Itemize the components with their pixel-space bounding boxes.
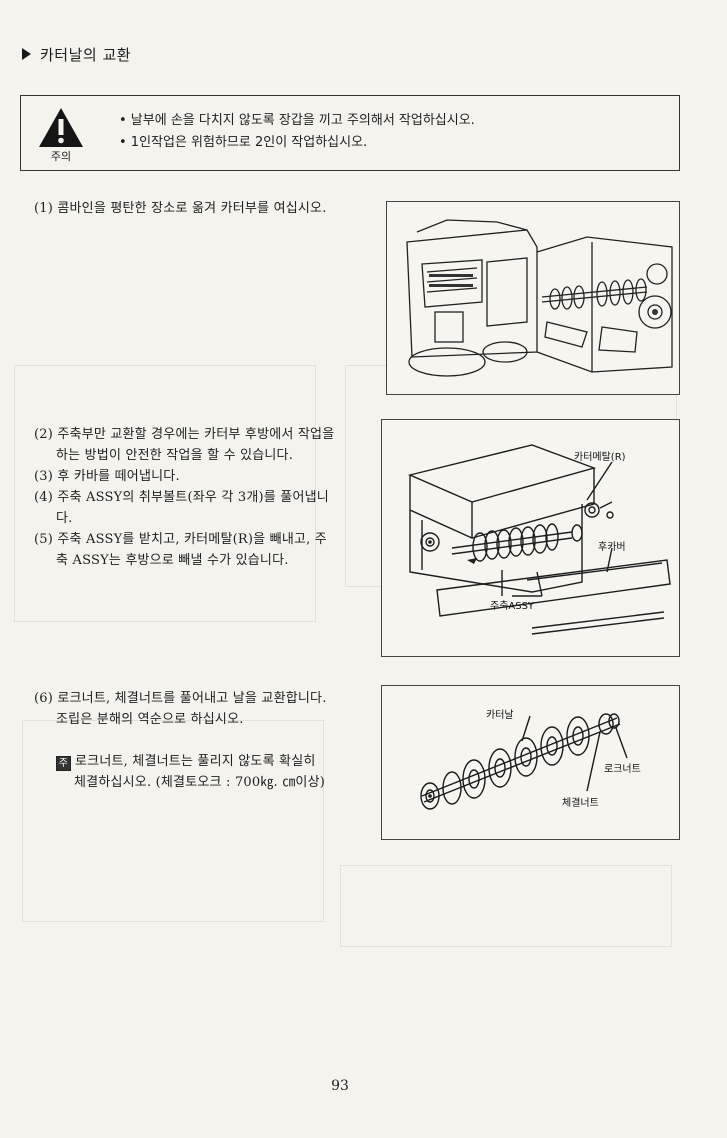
note-line-2: 체결하십시오. (체결토오크 : 700㎏. ㎝이상) xyxy=(74,775,326,790)
label-lock-nut: 로크너트 xyxy=(604,764,641,775)
cutter-housing-illustration xyxy=(407,444,671,635)
step-6-line-2: 조립은 분해의 역순으로 하십시오. xyxy=(56,712,244,727)
step-6: (6) 로크너트, 체결너트를 풀어내고 날을 교환합니다. 조립은 분해의 역… xyxy=(34,688,364,730)
page-number: 93 xyxy=(331,1078,349,1094)
step-2-line-1: (2) 주축부만 교환할 경우에는 카터부 후방에서 작업을 xyxy=(34,427,335,442)
step-5-line-2: 축 ASSY는 후방으로 빼낼 수가 있습니다. xyxy=(56,553,289,568)
warning-label: 주의 xyxy=(50,150,72,163)
label-rear-cover: 후카버 xyxy=(598,542,626,553)
step-2-line-2: 하는 방법이 안전한 작업을 할 수 있습니다. xyxy=(56,448,294,463)
combine-machine-illustration xyxy=(406,219,673,377)
note-icon: 주 xyxy=(56,756,71,771)
label-cutter-metal-r: 카터메탈(R) xyxy=(574,452,626,463)
step-4-line-2: 다. xyxy=(56,511,73,526)
figure-main-shaft-removal: 카터메탈(R) 후카버 주축ASSY xyxy=(381,419,680,657)
warning-text: • 날부에 손을 다치지 않도록 장갑을 끼고 주의해서 작업하십시오. • 1… xyxy=(119,110,475,154)
warning-triangle-icon xyxy=(39,108,83,147)
warning-line-2: • 1인작업은 위험하므로 2인이 작업하십시오. xyxy=(119,135,368,150)
label-fastening-nut: 체결너트 xyxy=(562,798,599,809)
triangle-bullet-icon xyxy=(22,48,31,60)
label-cutter-blade: 카터날 xyxy=(486,710,514,721)
steps-2-5: (2) 주축부만 교환할 경우에는 카터부 후방에서 작업을 하는 방법이 안전… xyxy=(34,424,364,571)
blade-shaft-illustration xyxy=(420,713,628,810)
section-title: 카터날의 교환 xyxy=(22,44,131,65)
label-main-shaft-assy: 주축ASSY xyxy=(490,601,535,612)
step-4-line-1: (4) 주축 ASSY의 취부볼트(좌우 각 3개)를 풀어냅니 xyxy=(34,490,329,505)
figure-blade-replacement: 카터날 로크너트 체결너트 xyxy=(381,685,680,840)
warning-line-1: • 날부에 손을 다치지 않도록 장갑을 끼고 주의해서 작업하십시오. xyxy=(119,113,475,128)
step-5-line-1: (5) 주축 ASSY를 받치고, 카터메탈(R)을 빼내고, 주 xyxy=(34,532,327,547)
figure-combine-cutter-open xyxy=(386,201,680,395)
step-3: (3) 후 카바를 떼어냅니다. xyxy=(34,469,180,484)
warning-box: 주의 • 날부에 손을 다치지 않도록 장갑을 끼고 주의해서 작업하십시오. … xyxy=(20,95,680,171)
step-1: (1) 콤바인을 평탄한 장소로 옮겨 카터부를 여십시오. xyxy=(34,201,327,216)
step-6-line-1: (6) 로크너트, 체결너트를 풀어내고 날을 교환합니다. xyxy=(34,691,327,706)
